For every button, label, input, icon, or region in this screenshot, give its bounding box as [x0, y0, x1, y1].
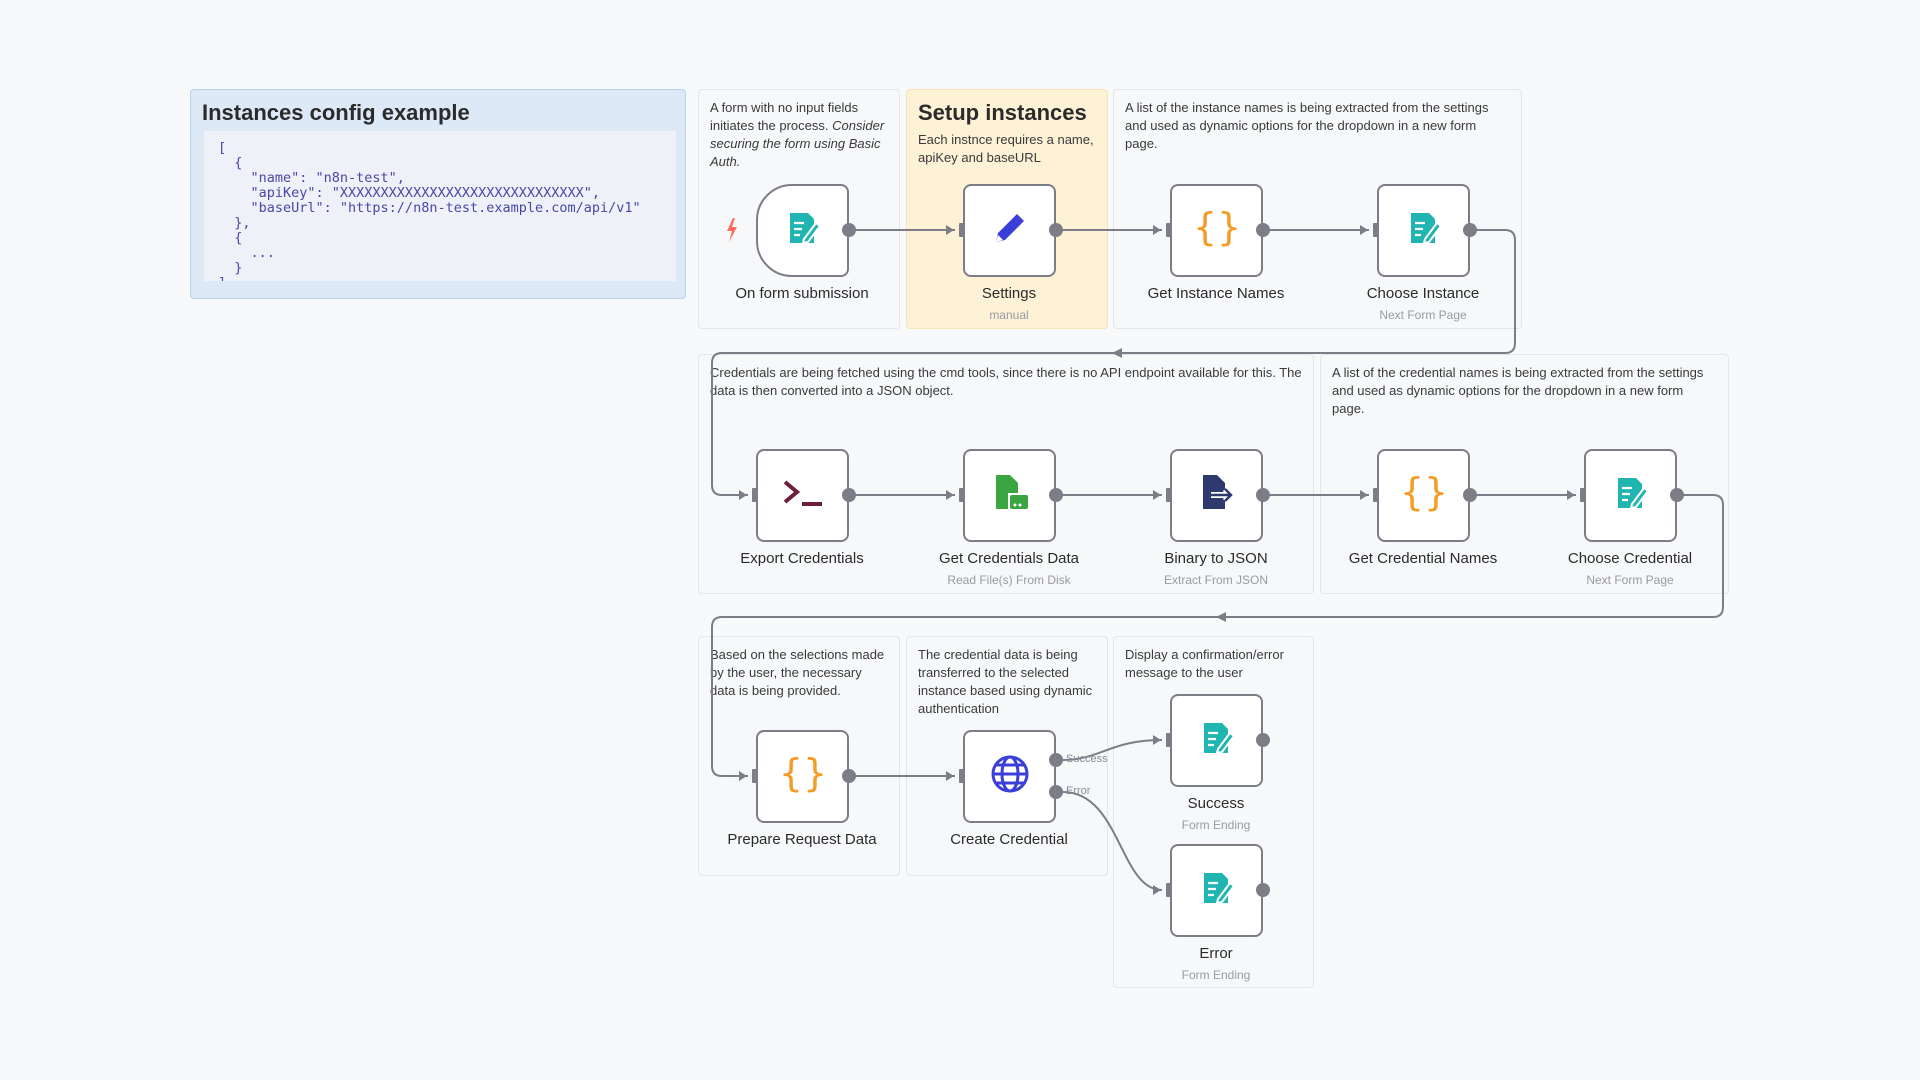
- note-text: Based on the selections made by the user…: [710, 647, 885, 698]
- sticky-note-config-example[interactable]: Instances config example [ { "name": "n8…: [190, 89, 686, 299]
- output-handle[interactable]: [1256, 733, 1270, 747]
- node-subtitle: manual: [989, 308, 1029, 322]
- svg-text:{}: {}: [1404, 472, 1444, 514]
- output-label-error: Error: [1066, 785, 1091, 797]
- note-italic-text: Consider securing the form using Basic A…: [710, 118, 885, 169]
- node-subtitle: Form Ending: [1181, 968, 1251, 982]
- node-label: Prepare Request Data: [727, 831, 877, 848]
- note-text: The credential data is being transferred…: [918, 647, 1093, 716]
- form-icon: [1198, 719, 1236, 762]
- node-get-credential-names[interactable]: {}: [1377, 449, 1470, 542]
- output-label-success: Success: [1066, 753, 1108, 765]
- input-handle[interactable]: [1580, 488, 1586, 502]
- node-label: Get Credentials Data: [938, 550, 1080, 567]
- code-braces-icon: {}: [778, 751, 826, 800]
- note-text: A list of the credential names is being …: [1332, 365, 1704, 416]
- output-handle[interactable]: [1256, 883, 1270, 897]
- input-handle[interactable]: [1166, 733, 1172, 747]
- input-handle[interactable]: [1166, 223, 1172, 237]
- node-subtitle: Next Form Page: [1379, 308, 1467, 322]
- node-label: Get Instance Names: [1147, 285, 1285, 302]
- node-label: On form submission: [735, 285, 869, 302]
- output-handle[interactable]: [1463, 488, 1477, 502]
- input-handle[interactable]: [1373, 488, 1379, 502]
- code-braces-icon: {}: [1399, 470, 1447, 519]
- output-handle[interactable]: [842, 488, 856, 502]
- output-handle[interactable]: [1670, 488, 1684, 502]
- node-export-credentials[interactable]: [756, 449, 849, 542]
- node-label: Export Credentials: [740, 550, 864, 567]
- node-subtitle: Extract From JSON: [1163, 573, 1268, 587]
- input-handle[interactable]: [959, 223, 965, 237]
- input-handle[interactable]: [959, 769, 965, 783]
- form-icon: [784, 209, 822, 252]
- globe-icon: [989, 753, 1031, 800]
- node-error[interactable]: [1170, 844, 1263, 937]
- node-label: Create Credential: [950, 831, 1068, 848]
- node-create-credential[interactable]: [963, 730, 1056, 823]
- node-settings[interactable]: [963, 184, 1056, 277]
- input-handle[interactable]: [752, 769, 758, 783]
- output-handle[interactable]: [1049, 753, 1063, 767]
- node-label: Success: [1187, 795, 1245, 812]
- note-text: A list of the instance names is being ex…: [1125, 100, 1489, 151]
- pencil-icon: [990, 208, 1030, 253]
- note-text: A form with no input fields initiates th…: [710, 100, 859, 133]
- node-label: Error: [1199, 945, 1233, 962]
- node-form-submission[interactable]: [756, 184, 849, 277]
- node-subtitle: Read File(s) From Disk: [947, 573, 1071, 587]
- output-handle[interactable]: [1463, 223, 1477, 237]
- arrow-marker: [1216, 612, 1226, 622]
- node-label: Settings: [981, 285, 1037, 302]
- code-braces-icon: {}: [1192, 205, 1240, 254]
- input-handle[interactable]: [959, 488, 965, 502]
- node-binary-to-json[interactable]: [1170, 449, 1263, 542]
- note-title: Setup instances: [918, 100, 1087, 125]
- node-subtitle: Next Form Page: [1586, 573, 1674, 587]
- node-label: Choose Credential: [1567, 550, 1693, 567]
- input-handle[interactable]: [752, 488, 758, 502]
- output-handle[interactable]: [1049, 223, 1063, 237]
- svg-text:{}: {}: [783, 753, 823, 795]
- node-prepare-request[interactable]: {}: [756, 730, 849, 823]
- file-disk-icon: [990, 473, 1030, 518]
- output-handle[interactable]: [1049, 785, 1063, 799]
- note-text: Credentials are being fetched using the …: [710, 365, 1302, 398]
- node-label: Choose Instance: [1366, 285, 1480, 302]
- file-export-icon: [1197, 473, 1237, 518]
- trigger-bolt-icon: [727, 218, 737, 242]
- node-choose-instance[interactable]: [1377, 184, 1470, 277]
- output-handle[interactable]: [842, 769, 856, 783]
- input-handle[interactable]: [1373, 223, 1379, 237]
- input-handle[interactable]: [1166, 883, 1172, 897]
- config-code-block: [ { "name": "n8n-test", "apiKey": "XXXXX…: [204, 131, 676, 281]
- note-text: Display a confirmation/error message to …: [1125, 647, 1284, 680]
- node-success[interactable]: [1170, 694, 1263, 787]
- node-subtitle: Form Ending: [1181, 818, 1251, 832]
- output-handle[interactable]: [1256, 488, 1270, 502]
- svg-text:{}: {}: [1197, 207, 1237, 249]
- node-label: Get Credential Names: [1348, 550, 1498, 567]
- terminal-icon: [782, 478, 824, 513]
- node-choose-credential[interactable]: [1584, 449, 1677, 542]
- node-get-instance-names[interactable]: {}: [1170, 184, 1263, 277]
- node-label: Binary to JSON: [1164, 550, 1268, 567]
- node-get-credentials-data[interactable]: [963, 449, 1056, 542]
- form-icon: [1405, 209, 1443, 252]
- output-handle[interactable]: [842, 223, 856, 237]
- form-icon: [1612, 474, 1650, 517]
- output-handle[interactable]: [1049, 488, 1063, 502]
- form-icon: [1198, 869, 1236, 912]
- output-handle[interactable]: [1256, 223, 1270, 237]
- note-text: Each instnce requires a name, apiKey and…: [918, 132, 1094, 165]
- input-handle[interactable]: [1166, 488, 1172, 502]
- note-title: Instances config example: [202, 100, 470, 125]
